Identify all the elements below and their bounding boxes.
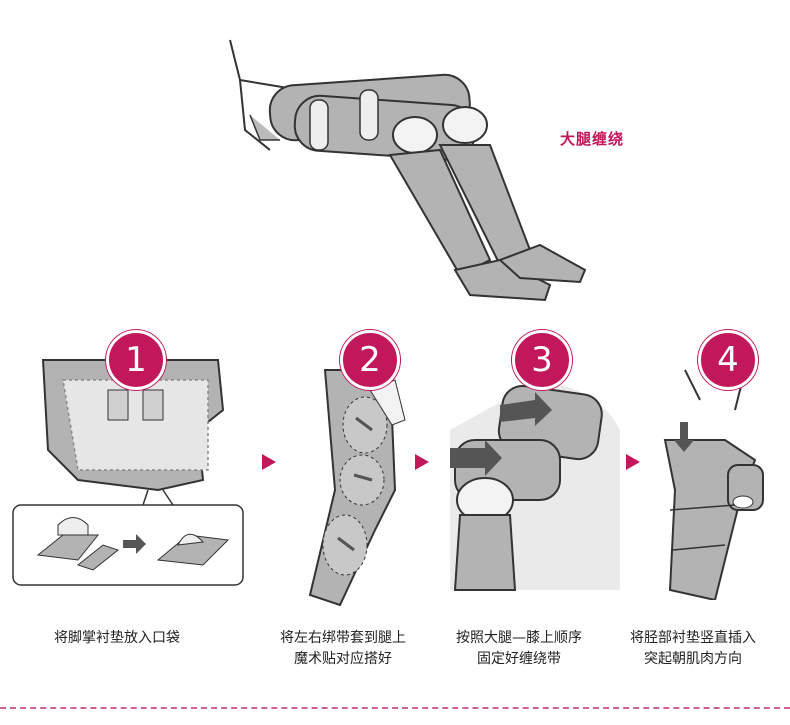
hero-illustration [200, 20, 620, 310]
step-1: 1 [8, 330, 248, 590]
step-2-illustration [308, 369, 406, 607]
step-1-illustration [12, 359, 244, 586]
step-4-caption: 将胫部衬垫竖直插入 突起朝肌肉方向 [598, 628, 788, 670]
step-4-caption-line-2: 突起朝肌肉方向 [644, 651, 742, 667]
step-3-illustration [450, 380, 620, 591]
step-3-caption-line-2: 固定好缠绕带 [477, 651, 561, 667]
step-arrow-3 [626, 454, 640, 470]
step-1-caption: 将脚掌衬垫放入口袋 [22, 628, 212, 649]
step-1-badge: 1 [106, 330, 166, 390]
step-2-caption-line-2: 魔术贴对应搭好 [294, 651, 392, 667]
step-3: 3 [440, 330, 620, 600]
hero-caption: 大腿缠绕 [560, 130, 625, 148]
step-4-illustration [663, 369, 764, 600]
step-1-caption-line: 将脚掌衬垫放入口袋 [54, 630, 180, 646]
step-2-caption: 将左右绑带套到腿上 魔术贴对应搭好 [248, 628, 438, 670]
step-arrow-2 [415, 454, 429, 470]
step-4-badge: 4 [698, 330, 758, 390]
bottom-divider [0, 707, 790, 709]
step-2: 2 [280, 330, 430, 610]
step-4: 4 [640, 330, 790, 600]
step-arrow-1 [262, 454, 276, 470]
step-2-badge: 2 [340, 330, 400, 390]
step-3-badge: 3 [512, 330, 572, 390]
step-3-caption-line-1: 按照大腿—膝上顺序 [456, 630, 582, 646]
step-3-caption: 按照大腿—膝上顺序 固定好缠绕带 [424, 628, 614, 670]
step-2-caption-line-1: 将左右绑带套到腿上 [280, 630, 406, 646]
step-4-caption-line-1: 将胫部衬垫竖直插入 [630, 630, 756, 646]
